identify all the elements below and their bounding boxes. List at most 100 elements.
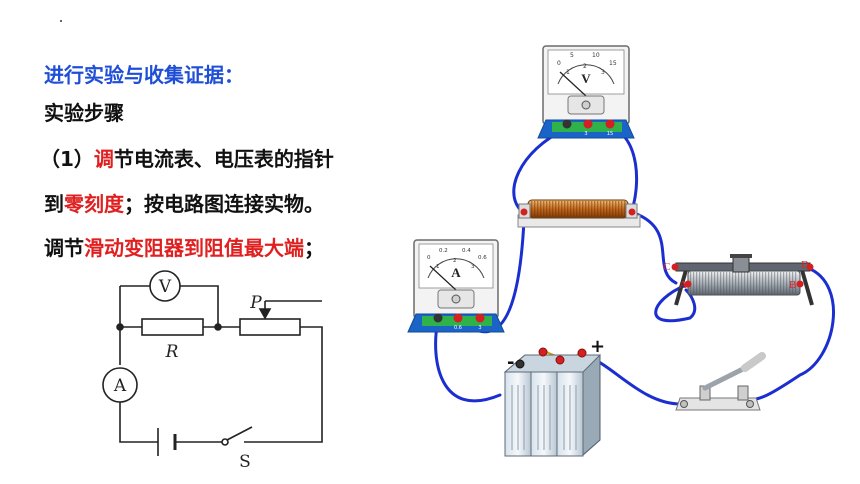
resistor-terminal-left	[520, 208, 528, 216]
section-title: 进行实验与收集证据：	[44, 63, 244, 87]
circuit-switch-label: S	[239, 452, 251, 472]
circuit-ammeter-label: A	[113, 376, 127, 396]
step3-highlight: 滑动变阻器到阻值最大端	[84, 236, 304, 260]
voltmeter-needle	[559, 71, 587, 97]
battery-terminal-1	[538, 347, 548, 357]
step2-highlight: 零刻度	[64, 192, 124, 216]
wire-rheostat-loop	[654, 283, 697, 323]
knife-switch[interactable]	[675, 352, 766, 411]
rheostat-label-b: B	[789, 279, 796, 291]
voltmeter-terminal-neg	[562, 119, 572, 129]
switch-clip	[737, 385, 749, 401]
junction-left	[116, 323, 124, 331]
voltmeter-scale-1: 1	[566, 69, 570, 76]
switch-terminal-right	[746, 400, 754, 408]
battery-terminal-pos	[577, 348, 587, 358]
ammeter-terminal-06	[453, 313, 463, 323]
ammeter-scale-04: 0.4	[462, 248, 471, 254]
ammeter-scale-0: 0	[427, 255, 431, 261]
rheostat-symbol	[239, 318, 301, 336]
step1-prefix: （1）	[40, 147, 94, 171]
voltmeter-terminal-3	[583, 119, 593, 129]
ammeter-symbol	[102, 367, 138, 403]
voltmeter-scale-3: 3	[601, 69, 605, 76]
battery-ribs	[511, 385, 577, 450]
rheostat-label-a: A	[679, 279, 687, 291]
step-heading: 实验步骤	[44, 101, 124, 125]
battery-plus-label: +	[590, 336, 605, 357]
step2-start: 到	[44, 192, 64, 216]
voltmeter-symbol	[149, 270, 181, 302]
ammeter-arc	[427, 258, 485, 279]
step2-rest: ；按电路图连接实物。	[124, 192, 324, 216]
resistor-coil-windings	[530, 201, 626, 217]
battery-terminal-2	[555, 355, 565, 365]
rheostat-slider-arrow	[258, 308, 272, 320]
step3-start: 调节	[44, 236, 84, 260]
voltmeter-terminal-label-15: 15	[607, 131, 613, 137]
rheostat-legs	[674, 269, 814, 306]
voltmeter-apparatus: V 0 5 10 15 1 2 3 3 15	[537, 45, 635, 139]
ammeter-scale-06: 0.6	[478, 255, 487, 261]
ammeter-scale-2: 2	[453, 258, 457, 264]
battery-pack: - +	[503, 336, 605, 457]
wire-ammeter-to-battery	[434, 318, 502, 403]
step-3-line: 调节滑动变阻器到阻值最大端；	[44, 236, 324, 260]
step-heading-text: 实验步骤	[44, 101, 124, 125]
ammeter-terminal-label-3: 3	[478, 325, 481, 331]
ammeter-scale-3: 3	[471, 264, 475, 270]
ammeter-apparatus: A 0 0.2 0.4 0.6 1 2 3 0.6 3	[407, 239, 505, 333]
voltmeter-scale-0: 0	[557, 60, 561, 67]
wire-voltmeter-to-resistor-right	[610, 125, 639, 212]
ammeter-needle	[429, 265, 457, 291]
ammeter-scale-1: 1	[436, 264, 440, 270]
title-text: 进行实验与收集证据：	[44, 63, 244, 87]
switch-handle[interactable]	[741, 352, 766, 372]
step1-highlight: 调	[93, 147, 114, 171]
ammeter-dial	[418, 243, 494, 289]
ammeter-scale-02: 0.2	[439, 248, 448, 254]
voltmeter-terminal-15	[605, 119, 615, 129]
rheostat-slider[interactable]	[732, 255, 750, 273]
step-1-line: （1）调节电流表、电压表的指针	[40, 147, 334, 171]
rheostat-terminal-d	[806, 263, 814, 271]
voltmeter-arc	[557, 64, 615, 85]
switch-terminal-left	[680, 400, 688, 408]
ammeter-zero-screw	[451, 294, 461, 304]
battery-minus-label: -	[507, 352, 514, 373]
step3-end: ；	[304, 236, 324, 260]
step-2-line: 到零刻度；按电路图连接实物。	[44, 192, 324, 216]
rheostat-terminal-b	[796, 280, 804, 288]
switch-contact-left	[221, 438, 229, 446]
voltmeter-scale-2: 2	[583, 63, 587, 70]
voltmeter-scale-10: 10	[592, 52, 600, 59]
ammeter-terminal-neg	[433, 313, 443, 323]
voltmeter-terminal-label-3: 3	[584, 131, 587, 137]
rheostat-label-d: D	[801, 259, 809, 271]
rheostat-windings	[690, 272, 798, 294]
ammeter-terminal-3	[475, 313, 485, 323]
wire-rheostat-to-switch	[746, 266, 835, 402]
circuit-rheostat-label: P	[249, 293, 262, 313]
switch-blade[interactable]	[702, 365, 748, 391]
step1-rest: 节电流表、电压表的指针	[113, 147, 334, 171]
voltmeter-scale-5: 5	[570, 52, 574, 59]
series-wire	[120, 326, 323, 443]
fixed-resistor-apparatus	[517, 199, 641, 228]
rheostat-slider-knob[interactable]	[730, 254, 752, 258]
circuit-voltmeter-label: V	[158, 277, 172, 297]
rheostat-label-c: C	[663, 261, 670, 273]
rheostat-terminal-a	[684, 280, 692, 288]
resistor-terminal-right	[628, 208, 636, 216]
rheostat-apparatus: C D A B	[663, 254, 814, 306]
switch-base	[675, 397, 761, 411]
voltmeter-letter: V	[581, 71, 591, 86]
decorative-dot	[60, 20, 62, 22]
bottom-wire	[119, 402, 222, 443]
switch-lever	[226, 426, 253, 441]
circuit-diagram	[102, 270, 323, 456]
junction-right	[214, 323, 222, 331]
voltmeter-scale-15: 15	[609, 60, 617, 67]
battery-terminal-neg	[515, 359, 525, 369]
